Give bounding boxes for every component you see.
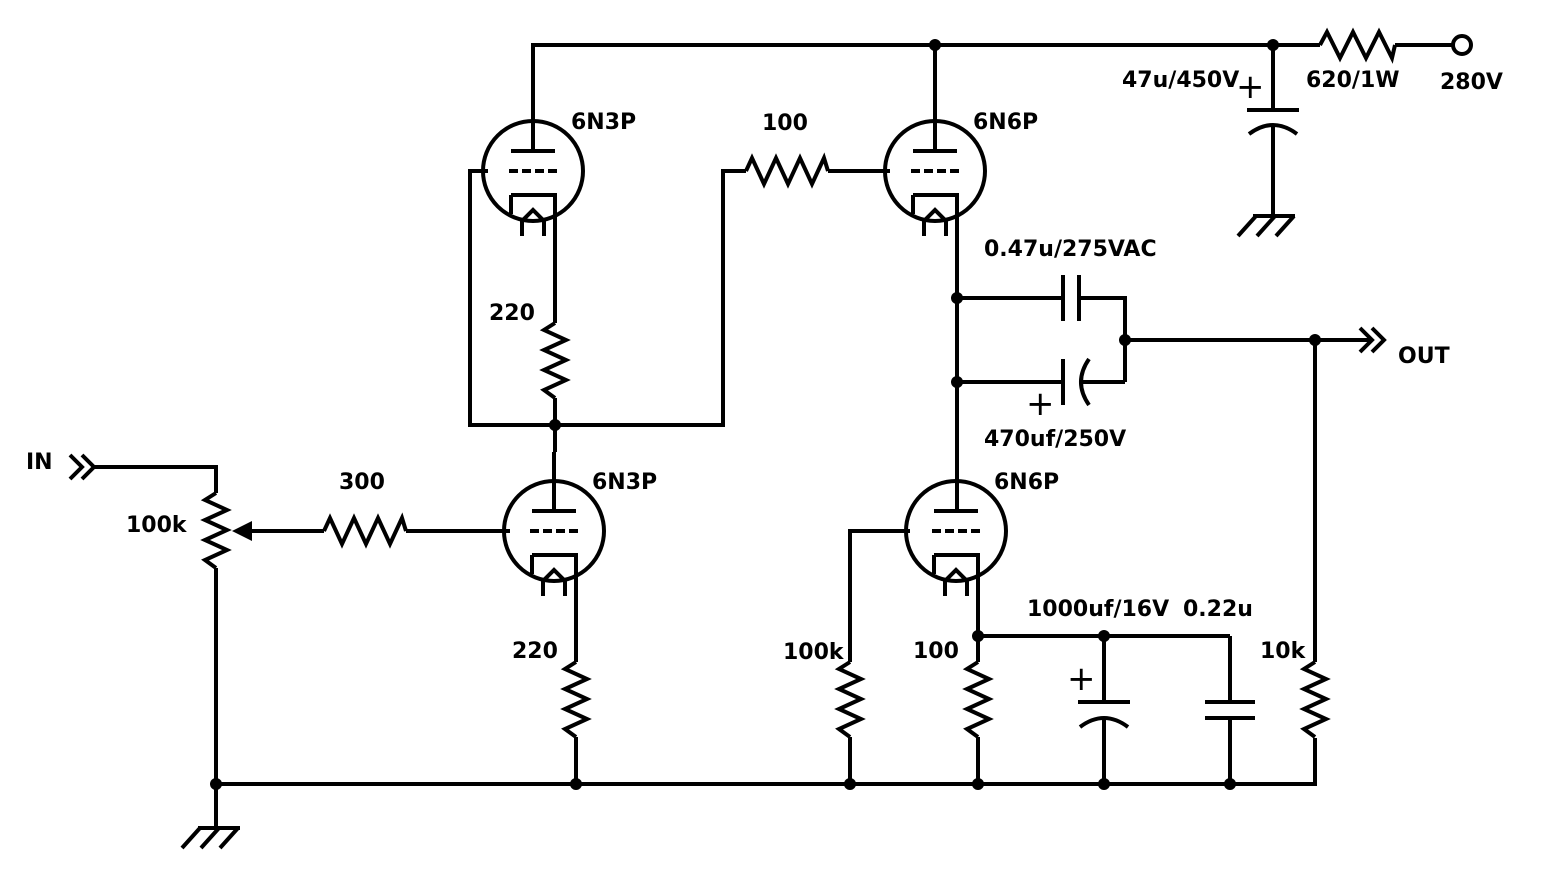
label-supply-resistor: 620/1W (1306, 68, 1400, 93)
supply-filter-capacitor (1247, 45, 1299, 216)
plus-sign-bypass-cap: + (1067, 659, 1096, 699)
input-connector (68, 453, 218, 493)
label-tube-upper-left: 6N3P (571, 110, 636, 135)
supply-rail (531, 43, 1452, 122)
label-tube-lower-right: 6N6P (994, 470, 1059, 495)
tube-lower-right (848, 479, 1008, 662)
label-input: IN (26, 450, 53, 475)
tube-upper-right (883, 119, 987, 480)
label-supply-voltage: 280V (1440, 70, 1503, 95)
tube-lower-left (502, 452, 606, 662)
load-resistor (1299, 660, 1331, 739)
label-cathode-resistor-right: 100 (913, 639, 959, 664)
bypass-capacitors (978, 634, 1255, 784)
junction-dots (210, 39, 1321, 790)
grid-leak-resistor (834, 660, 866, 784)
supply-resistor (1318, 27, 1397, 64)
label-grid-resistor-2: 100 (762, 111, 808, 136)
label-tube-upper-right: 6N6P (973, 110, 1038, 135)
label-bypass-film-cap: 0.22u (1183, 597, 1253, 622)
cathode-resistor-right (962, 660, 994, 784)
label-output: OUT (1398, 344, 1450, 369)
cathode-resistor-lower (560, 660, 592, 784)
tube-upper-left (481, 119, 585, 323)
label-input-pot: 100k (126, 513, 188, 538)
label-load-resistor: 10k (1260, 639, 1307, 664)
label-tube-lower-left: 6N3P (592, 470, 657, 495)
ground-rail (180, 738, 1317, 850)
ground-symbol-top (1236, 214, 1296, 238)
plus-sign-supply-cap: + (1236, 67, 1265, 107)
label-bypass-elec-cap: 1000uf/16V (1027, 597, 1169, 622)
upper-grid-feedback-wire (468, 169, 746, 427)
supply-terminal (1451, 34, 1473, 56)
label-cathode-resistor-lower: 220 (512, 639, 558, 664)
label-grid-leak-resistor: 100k (783, 640, 845, 665)
label-output-elec-cap: 470uf/250V (984, 427, 1126, 452)
grid-resistor-2 (744, 152, 890, 189)
label-output-film-cap: 0.47u/275VAC (984, 237, 1157, 262)
plus-sign-output-cap: + (1026, 384, 1055, 424)
label-grid-resistor-1: 300 (339, 470, 385, 495)
grid-resistor-1 (322, 512, 510, 549)
output-electrolytic-capacitor (957, 357, 1125, 407)
label-supply-cap: 47u/450V (1122, 68, 1239, 93)
output-line (1125, 326, 1387, 662)
output-film-capacitor (957, 275, 1127, 382)
cathode-resistor-upper (539, 321, 571, 452)
label-cathode-resistor-upper: 220 (489, 301, 535, 326)
input-potentiometer (200, 491, 324, 784)
